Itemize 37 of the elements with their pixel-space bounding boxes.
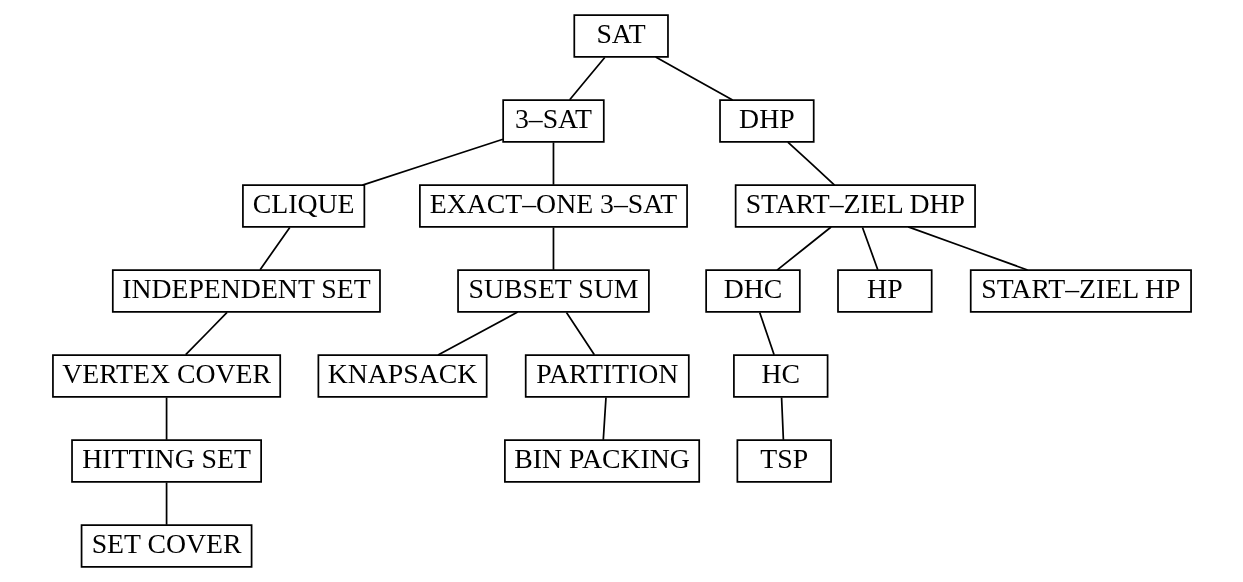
- connector: [786, 141, 835, 186]
- node-box: DHP: [718, 99, 815, 143]
- node-box: VERTEX COVER: [51, 354, 281, 398]
- node-box: START–ZIEL DHP: [734, 184, 976, 228]
- connector: [861, 226, 879, 271]
- node-box: HC: [732, 354, 828, 398]
- connector: [258, 226, 291, 271]
- connector: [165, 481, 167, 526]
- node-box: SUBSET SUM: [456, 269, 650, 313]
- connector: [165, 396, 167, 441]
- connector: [184, 311, 228, 356]
- connector: [361, 138, 504, 186]
- connector: [568, 56, 606, 101]
- node-box: PARTITION: [524, 354, 690, 398]
- node-box: START–ZIEL HP: [969, 269, 1192, 313]
- connector: [601, 396, 607, 441]
- connector: [758, 311, 775, 356]
- node-box: EXACT–ONE 3–SAT: [418, 184, 688, 228]
- node-box: INDEPENDENT SET: [111, 269, 381, 313]
- node-box: 3–SAT: [501, 99, 605, 143]
- connector: [775, 226, 832, 271]
- node-box: HITTING SET: [70, 439, 262, 483]
- connector: [780, 396, 784, 441]
- node-box: DHC: [704, 269, 801, 313]
- connector: [552, 226, 554, 271]
- node-box: SAT: [572, 14, 669, 58]
- connector: [906, 225, 1028, 271]
- connector: [552, 141, 554, 186]
- node-box: HP: [836, 269, 933, 313]
- connector: [436, 311, 519, 356]
- connector: [654, 56, 733, 101]
- connector: [565, 311, 595, 356]
- node-box: BIN PACKING: [503, 439, 700, 483]
- node-box: CLIQUE: [241, 184, 365, 228]
- node-box: TSP: [736, 439, 832, 483]
- node-box: KNAPSACK: [317, 354, 488, 398]
- node-box: SET COVER: [80, 524, 252, 568]
